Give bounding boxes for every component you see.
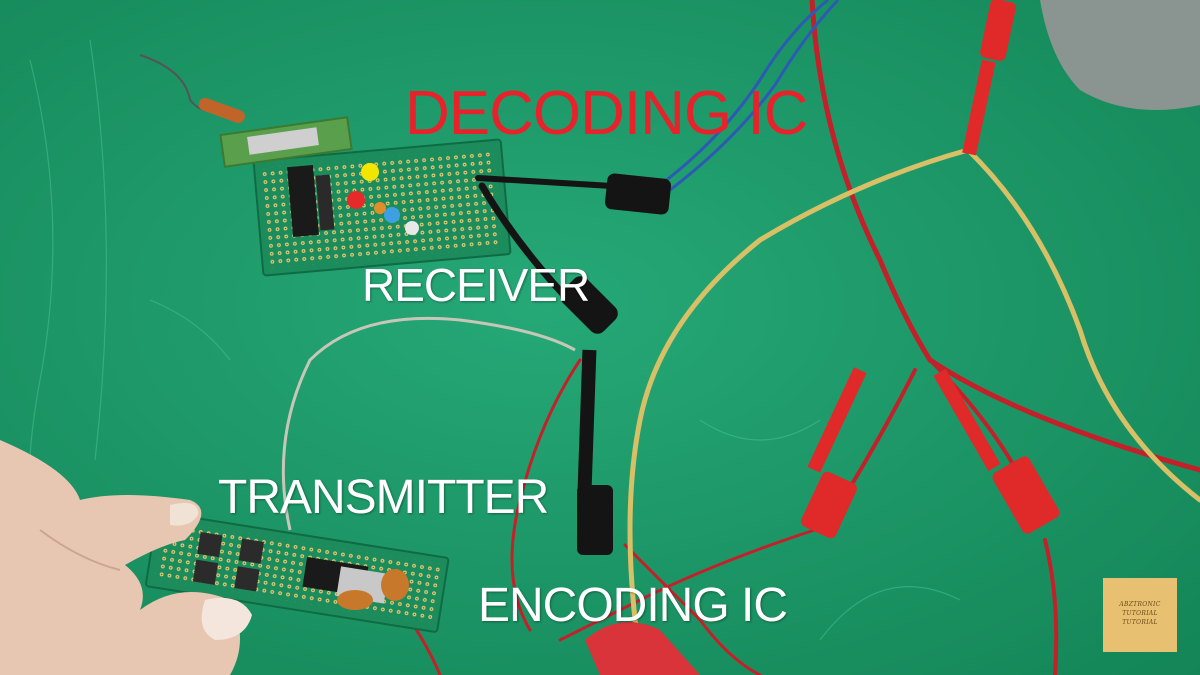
transmitter-board: [145, 511, 450, 633]
decoding-ic-caption: DECODING IC: [405, 79, 808, 148]
hand: [0, 440, 252, 675]
antenna: [139, 54, 245, 124]
transmitter-caption: TRANSMITTER: [218, 471, 549, 524]
yellow-wires: [627, 147, 1200, 663]
encoding-ic-caption: ENCODING IC: [478, 579, 788, 632]
black-probes: [475, 173, 672, 555]
receiver-caption: RECEIVER: [362, 259, 590, 311]
red-probes: [585, 0, 1060, 675]
grey-wire: [281, 316, 576, 531]
blue-wires: [659, 0, 840, 192]
watermark-line-1: ABZTRONIC: [1119, 601, 1161, 608]
watermark-line-3: TUTORIAL: [1122, 619, 1158, 626]
grey-object: [1040, 0, 1200, 110]
receiver-board: [219, 116, 512, 277]
watermark-line-2: TUTORIAL: [1122, 610, 1158, 617]
channel-watermark-logo: ABZTRONIC TUTORIAL TUTORIAL: [1103, 578, 1177, 652]
